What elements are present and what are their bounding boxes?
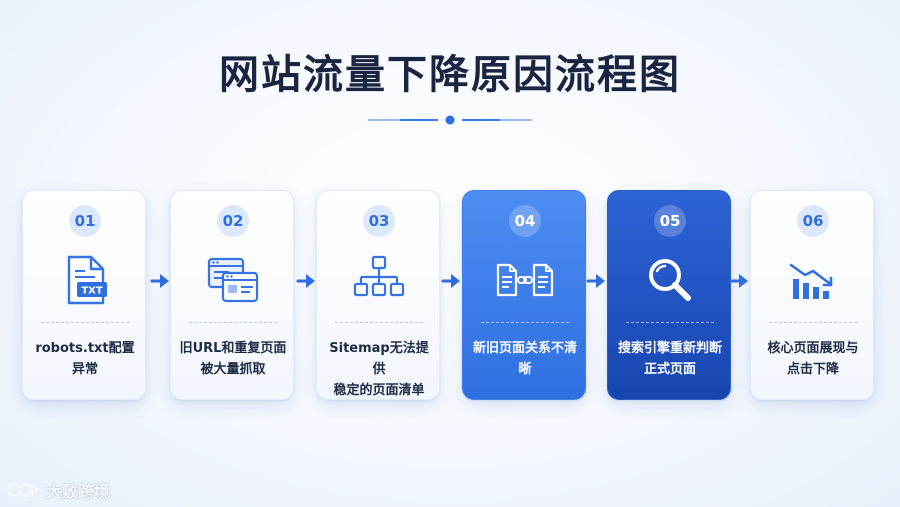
step-number: 01: [69, 205, 101, 237]
txt-file-icon: TXT: [67, 255, 107, 305]
step-label-line1: 旧URL和重复页面: [179, 341, 287, 356]
watermark-text: 大败跨境: [46, 482, 111, 501]
step-number: 03: [363, 205, 395, 237]
linked-pages-icon: [496, 263, 554, 297]
flow-arrow-icon: [296, 274, 315, 288]
step-label-line1: 搜索引擎重新判断: [617, 341, 722, 356]
step-label: 核心页面展现与 点击下降: [757, 338, 869, 380]
step-card-6: 06 核心页面展现与 点击下降: [750, 190, 874, 400]
watermark-logo-icon: [7, 483, 40, 497]
card-divider: [481, 322, 569, 323]
step-label-line2: 正式页面: [643, 362, 696, 377]
step-label-line1: 新旧页面关系不清晰: [472, 341, 577, 377]
duplicate-windows-icon: [207, 257, 259, 303]
declining-chart-icon: [789, 263, 833, 299]
step-card-3: 03 Sitemap无法提供 稳定的页面清单: [316, 190, 440, 400]
step-card-1: 01 TXT robots.txt配置异常: [22, 190, 146, 400]
flow-arrow-icon: [150, 274, 169, 288]
card-divider: [626, 322, 714, 323]
step-label-line2: 点击下降: [786, 362, 839, 377]
step-label: Sitemap无法提供 稳定的页面清单: [323, 338, 435, 401]
sitemap-tree-icon: [353, 255, 405, 297]
step-card-2: 02 旧URL和重复页面 被大量抓取: [170, 190, 294, 400]
flow-arrow-icon: [729, 274, 748, 288]
step-label-line1: Sitemap无法提供: [329, 341, 429, 377]
step-number: 05: [654, 205, 686, 237]
step-label: robots.txt配置异常: [29, 338, 141, 380]
step-card-4: 04 新旧页面关系不清晰: [462, 190, 586, 400]
card-divider: [335, 322, 423, 323]
step-number: 02: [217, 205, 249, 237]
card-divider: [189, 322, 277, 323]
flow-arrow-icon: [441, 274, 460, 288]
title-divider: [368, 115, 532, 125]
step-label-line2: 稳定的页面清单: [333, 383, 425, 398]
flow-arrow-icon: [586, 274, 605, 288]
step-label: 旧URL和重复页面 被大量抓取: [177, 338, 289, 380]
watermark: 大败跨境: [6, 478, 110, 502]
step-label: 新旧页面关系不清晰: [469, 338, 581, 380]
card-divider: [769, 322, 857, 323]
magnifier-icon: [649, 259, 691, 301]
step-number: 04: [509, 205, 541, 237]
step-label-line1: 核心页面展现与: [767, 341, 859, 356]
step-label: 搜索引擎重新判断 正式页面: [614, 338, 726, 380]
step-label-line2: 被大量抓取: [200, 362, 266, 377]
step-number: 06: [797, 205, 829, 237]
step-card-5: 05 搜索引擎重新判断 正式页面: [607, 190, 731, 400]
page-title: 网站流量下降原因流程图: [219, 52, 681, 98]
txt-badge-label: TXT: [81, 286, 103, 297]
card-divider: [41, 322, 129, 323]
step-label-line1: robots.txt配置异常: [35, 341, 135, 377]
